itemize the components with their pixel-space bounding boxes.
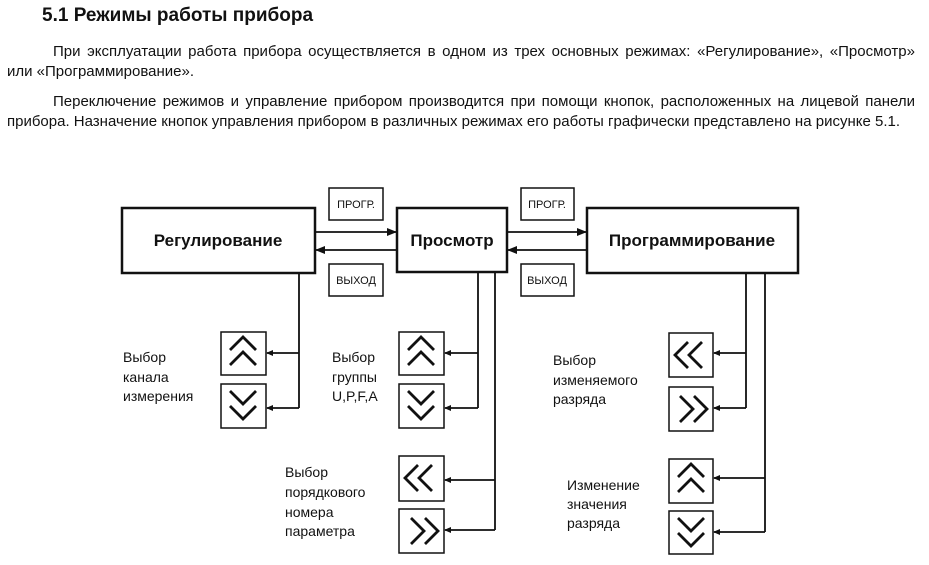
label-line: Выбор [553, 352, 596, 368]
paragraph-switching: Переключение режимов и управление прибор… [7, 93, 915, 130]
button-up-regulation [220, 331, 267, 376]
button-right-programming [668, 386, 714, 432]
label-line: номера [285, 504, 334, 520]
button-down-regulation [220, 383, 267, 429]
label-digit-select: Выбор изменяемого разряда [553, 352, 638, 407]
label-line: параметра [285, 523, 355, 539]
label-line: группы [332, 369, 377, 385]
key-exit-1: ВЫХОД [328, 263, 384, 297]
label-line: измерения [123, 388, 193, 404]
double-chevron-right-icon [679, 395, 709, 423]
button-left-programming [668, 332, 714, 378]
label-line: Изменение [567, 477, 640, 493]
mode-box-regulation: Регулирование [120, 206, 317, 275]
key-prog-2: ПРОГР. [520, 187, 575, 221]
button-left-view [398, 455, 445, 502]
button-down-view [398, 383, 445, 429]
label-line: порядкового [285, 484, 366, 500]
label-line: значения [567, 496, 627, 512]
double-chevron-up-icon [677, 462, 705, 493]
label-line: разряда [553, 391, 606, 407]
button-right-view [398, 508, 445, 554]
double-chevron-down-icon [407, 390, 435, 421]
key-label: ПРОГР. [337, 199, 375, 211]
label-digit-change: Изменение значения разряда [567, 477, 640, 531]
mode-box-view: Просмотр [395, 206, 509, 274]
key-label: ПРОГР. [528, 199, 566, 211]
label-line: U,P,F,A [332, 388, 378, 404]
double-chevron-right-icon [410, 517, 440, 545]
paragraph-modes: При эксплуатации работа прибора осуществ… [7, 43, 915, 80]
key-prog-1: ПРОГР. [328, 187, 384, 221]
key-label: ВЫХОД [527, 275, 567, 287]
mode-label: Регулирование [154, 231, 283, 250]
label-line: разряда [567, 515, 620, 531]
button-down-programming [668, 510, 714, 555]
key-exit-2: ВЫХОД [520, 263, 575, 297]
double-chevron-up-icon [229, 335, 257, 366]
label-channel-select: Выбор канала измерения [123, 349, 193, 404]
button-up-view [398, 331, 445, 376]
label-line: Выбор [285, 464, 328, 480]
label-line: Выбор [332, 349, 375, 365]
label-group-select: Выбор группы U,P,F,A [332, 349, 378, 404]
label-param-select: Выбор порядкового номера параметра [285, 464, 366, 539]
label-line: канала [123, 369, 169, 385]
section-heading: 5.1 Режимы работы прибора [42, 5, 314, 26]
double-chevron-left-icon [403, 464, 433, 492]
button-up-programming [668, 458, 714, 504]
label-line: изменяемого [553, 372, 638, 388]
key-label: ВЫХОД [336, 275, 376, 287]
label-line: Выбор [123, 349, 166, 365]
double-chevron-down-icon [229, 390, 257, 421]
double-chevron-up-icon [407, 335, 435, 366]
double-chevron-left-icon [673, 341, 703, 369]
mode-box-programming: Программирование [585, 206, 800, 275]
double-chevron-down-icon [677, 517, 705, 548]
mode-label: Просмотр [410, 231, 493, 250]
mode-label: Программирование [609, 231, 775, 250]
